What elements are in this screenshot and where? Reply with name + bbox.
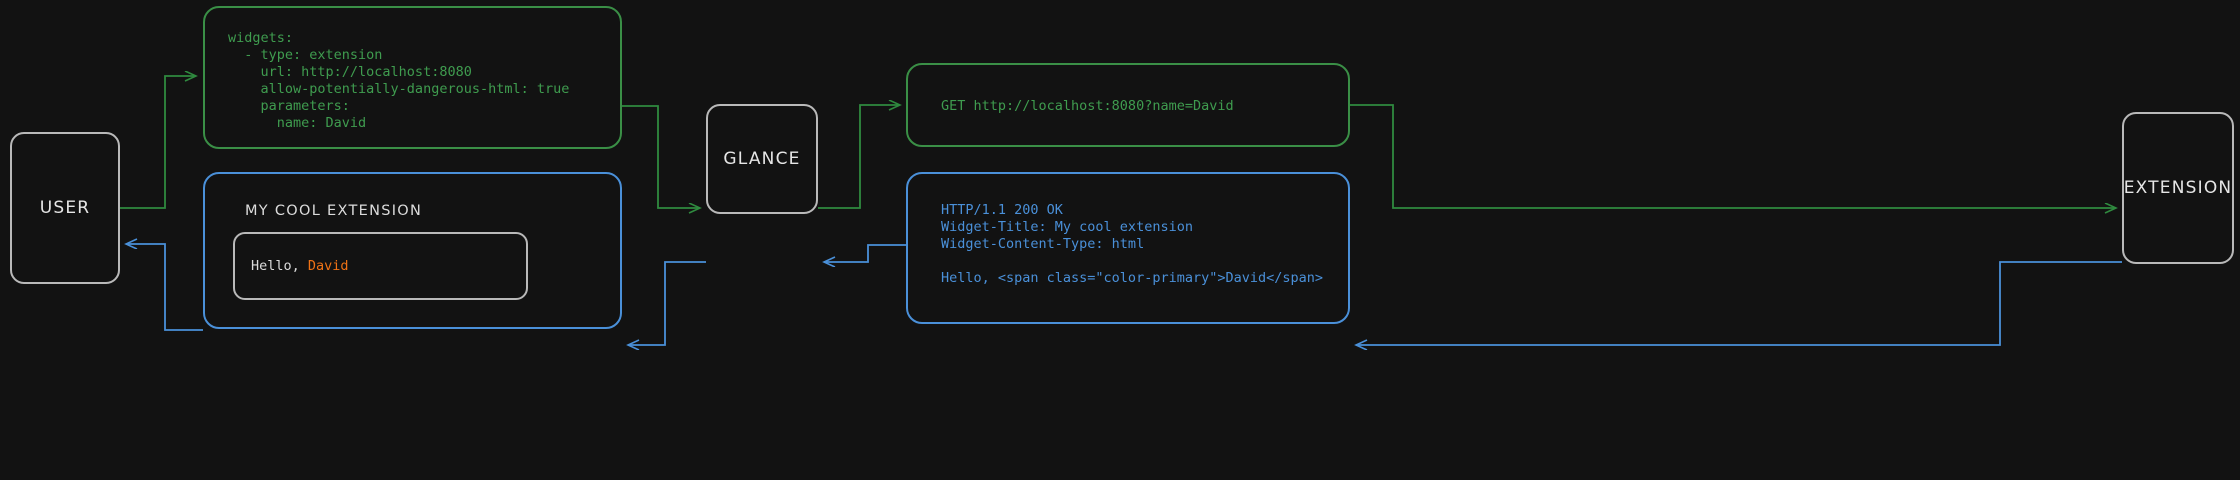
edge-extension-to-response	[1356, 261, 2122, 345]
edge-glance-to-widget	[628, 261, 706, 345]
panel-config-yaml: widgets: - type: extension url: http://l…	[203, 6, 622, 149]
node-extension[interactable]: EXTENSION	[2122, 112, 2234, 264]
widget-content-box: Hello, David	[233, 232, 528, 300]
edge-config-to-glance	[622, 105, 700, 208]
widget-title: MY COOL EXTENSION	[245, 203, 423, 219]
node-user-label: USER	[39, 198, 91, 218]
widget-greeting-name: David	[307, 258, 349, 274]
widget-greeting-prefix: Hello,	[251, 258, 308, 274]
edge-widget-to-user	[126, 244, 203, 331]
edge-request-to-extension	[1350, 104, 2116, 208]
edge-glance-to-request	[818, 105, 900, 209]
node-glance[interactable]: GLANCE	[706, 104, 818, 214]
panel-http-request: GET http://localhost:8080?name=David	[906, 63, 1350, 147]
http-response-code: HTTP/1.1 200 OK Widget-Title: My cool ex…	[941, 202, 1324, 286]
edge-response-to-glance	[824, 244, 906, 262]
widget-greeting: Hello, David	[251, 258, 349, 274]
node-user[interactable]: USER	[10, 132, 120, 284]
node-extension-label: EXTENSION	[2123, 178, 2233, 198]
panel-rendered-widget: MY COOL EXTENSION Hello, David	[203, 172, 622, 329]
edge-user-to-config	[120, 76, 196, 209]
config-yaml-code: widgets: - type: extension url: http://l…	[228, 30, 570, 131]
node-glance-label: GLANCE	[723, 149, 801, 169]
http-request-code: GET http://localhost:8080?name=David	[941, 98, 1234, 114]
panel-http-response: HTTP/1.1 200 OK Widget-Title: My cool ex…	[906, 172, 1350, 324]
